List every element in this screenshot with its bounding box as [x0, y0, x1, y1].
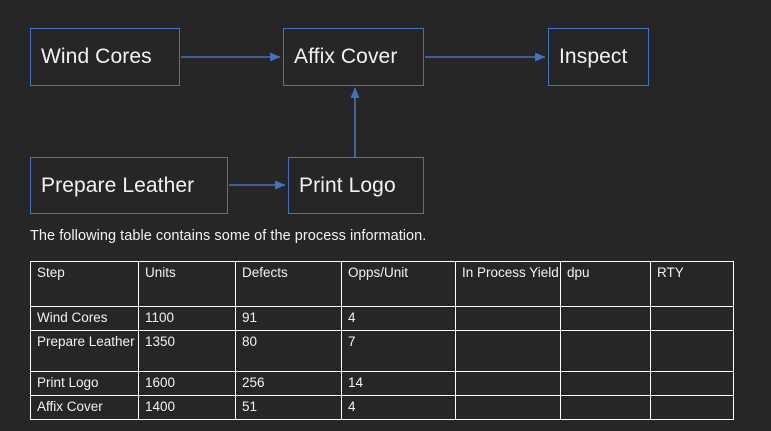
column-header-rty: RTY: [650, 261, 734, 307]
cell-dpu: [560, 370, 651, 396]
column-header-units: Units: [138, 261, 236, 307]
process-information-table: Step Units Defects Opps/Unit In Process …: [30, 261, 734, 420]
cell-defects: 51: [235, 394, 342, 420]
process-node-label: Print Logo: [299, 173, 396, 197]
process-node-label: Prepare Leather: [41, 173, 195, 197]
cell-in-process-yield: [455, 306, 561, 331]
cell-in-process-yield: [455, 329, 561, 372]
cell-rty: [650, 306, 734, 331]
cell-step: Prepare Leather: [30, 329, 139, 372]
process-node-wind-cores[interactable]: Wind Cores: [30, 28, 180, 86]
process-node-inspect[interactable]: Inspect: [548, 28, 649, 86]
table-header-row: Step Units Defects Opps/Unit In Process …: [30, 261, 734, 307]
cell-opps-unit: 4: [341, 394, 456, 420]
table-caption: The following table contains some of the…: [30, 228, 427, 244]
cell-units: 1100: [138, 306, 236, 331]
process-node-label: Affix Cover: [294, 45, 398, 69]
cell-defects: 80: [235, 329, 342, 372]
cell-dpu: [560, 394, 651, 420]
process-node-affix-cover[interactable]: Affix Cover: [283, 28, 424, 86]
column-header-in-process-yield: In Process Yield: [455, 261, 561, 307]
table-row: Prepare Leather 1350 80 7: [30, 329, 734, 372]
cell-rty: [650, 394, 734, 420]
cell-in-process-yield: [455, 370, 561, 396]
column-header-defects: Defects: [235, 261, 342, 307]
cell-in-process-yield: [455, 394, 561, 420]
process-node-label: Wind Cores: [41, 45, 152, 69]
process-node-print-logo[interactable]: Print Logo: [288, 157, 424, 214]
table-row: Print Logo 1600 256 14: [30, 370, 734, 396]
cell-dpu: [560, 306, 651, 331]
process-node-prepare-leather[interactable]: Prepare Leather: [30, 157, 228, 214]
cell-rty: [650, 370, 734, 396]
cell-units: 1600: [138, 370, 236, 396]
cell-defects: 256: [235, 370, 342, 396]
cell-step: Wind Cores: [30, 306, 139, 331]
cell-opps-unit: 7: [341, 329, 456, 372]
cell-units: 1400: [138, 394, 236, 420]
process-flow-diagram: Wind Cores Affix Cover Inspect Prepare L…: [30, 28, 649, 214]
column-header-step: Step: [30, 261, 139, 307]
cell-dpu: [560, 329, 651, 372]
cell-units: 1350: [138, 329, 236, 372]
table-row: Affix Cover 1400 51 4: [30, 394, 734, 420]
column-header-dpu: dpu: [560, 261, 651, 307]
cell-step: Print Logo: [30, 370, 139, 396]
cell-defects: 91: [235, 306, 342, 331]
column-header-opps-unit: Opps/Unit: [341, 261, 456, 307]
cell-step: Affix Cover: [30, 394, 139, 420]
cell-rty: [650, 329, 734, 372]
cell-opps-unit: 14: [341, 370, 456, 396]
cell-opps-unit: 4: [341, 306, 456, 331]
table-row: Wind Cores 1100 91 4: [30, 306, 734, 331]
process-node-label: Inspect: [559, 45, 628, 69]
